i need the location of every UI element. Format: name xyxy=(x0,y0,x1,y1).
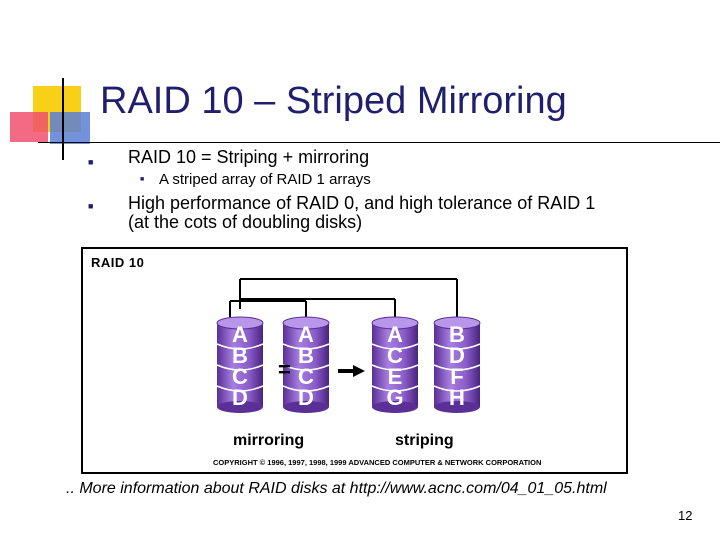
disk-bottom-cap xyxy=(372,401,418,413)
disk-block-label: D xyxy=(298,385,314,410)
disk-body xyxy=(217,323,263,407)
disk-top-cap xyxy=(371,316,419,330)
sub-bullet-1-text: A striped array of RAID 1 arrays xyxy=(159,171,371,188)
connection-lines xyxy=(229,278,458,323)
disk-block-label: A xyxy=(298,322,314,347)
slide-title: RAID 10 – Striped Mirroring xyxy=(100,80,567,122)
bullet-1-text: RAID 10 = Striping + mirroring xyxy=(128,147,370,167)
disk-bottom-cap xyxy=(217,401,263,413)
disk-segment-divider xyxy=(282,385,330,392)
copyright-notice: COPYRIGHT © 1996, 1997, 1998, 1999 ADVAN… xyxy=(213,458,542,467)
decor-blue-square xyxy=(50,112,90,144)
disk-segment-divider xyxy=(216,364,264,371)
disk-segment-divider xyxy=(433,364,481,371)
page-number: 12 xyxy=(678,508,693,523)
decor-red-square xyxy=(10,112,48,142)
disk-block-label: G xyxy=(386,385,403,410)
disk-segment-divider xyxy=(371,385,419,392)
title-underline xyxy=(38,142,720,143)
disk-segment-divider xyxy=(433,385,481,392)
disk-body xyxy=(372,323,418,407)
disk-block-label: E xyxy=(388,364,403,389)
disk-top-cap xyxy=(433,316,481,330)
bullet-icon: ■ xyxy=(88,201,94,211)
disk-block-label: A xyxy=(232,322,248,347)
disk-block-label: H xyxy=(449,385,465,410)
disk-segment-divider xyxy=(371,364,419,371)
disk-body xyxy=(434,323,480,407)
disk-block-label: C xyxy=(298,364,314,389)
disk-block-label: B xyxy=(449,322,465,347)
bullet-2-line-2: (at the cots of doubling disks) xyxy=(128,212,363,232)
disk-segment-divider xyxy=(371,343,419,350)
disk-block-label: D xyxy=(449,343,465,368)
bullet-2-line-1: High performance of RAID 0, and high tol… xyxy=(128,193,596,213)
bullet-icon: ■ xyxy=(88,157,94,167)
disk-block-label: C xyxy=(387,343,403,368)
right-arrow-icon xyxy=(338,365,365,377)
disk-body xyxy=(283,323,329,407)
more-info-link-text: .. More information about RAID disks at … xyxy=(66,480,607,497)
disk-top-cap xyxy=(282,316,330,330)
disk-block-label: A xyxy=(387,322,403,347)
figure-title: RAID 10 xyxy=(91,255,145,270)
disk-block-label: F xyxy=(450,364,463,389)
disk-segment-divider xyxy=(282,364,330,371)
disk-segment-divider xyxy=(433,343,481,350)
disk-segment-divider xyxy=(282,343,330,350)
disk-block-label: C xyxy=(232,364,248,389)
striping-caption: striping xyxy=(395,432,454,449)
decor-vertical-line xyxy=(62,78,64,160)
disk-block-label: D xyxy=(232,385,248,410)
disk-segment-divider xyxy=(216,385,264,392)
equals-sign: = xyxy=(278,357,291,382)
sub-bullet-icon: ■ xyxy=(140,176,145,183)
mirroring-caption: mirroring xyxy=(233,432,304,449)
disk-top-cap xyxy=(216,316,264,330)
disk-block-label: B xyxy=(232,343,248,368)
disk-bottom-cap xyxy=(434,401,480,413)
disk-bottom-cap xyxy=(283,401,329,413)
disk-segment-divider xyxy=(216,343,264,350)
disk-block-label: B xyxy=(298,343,314,368)
